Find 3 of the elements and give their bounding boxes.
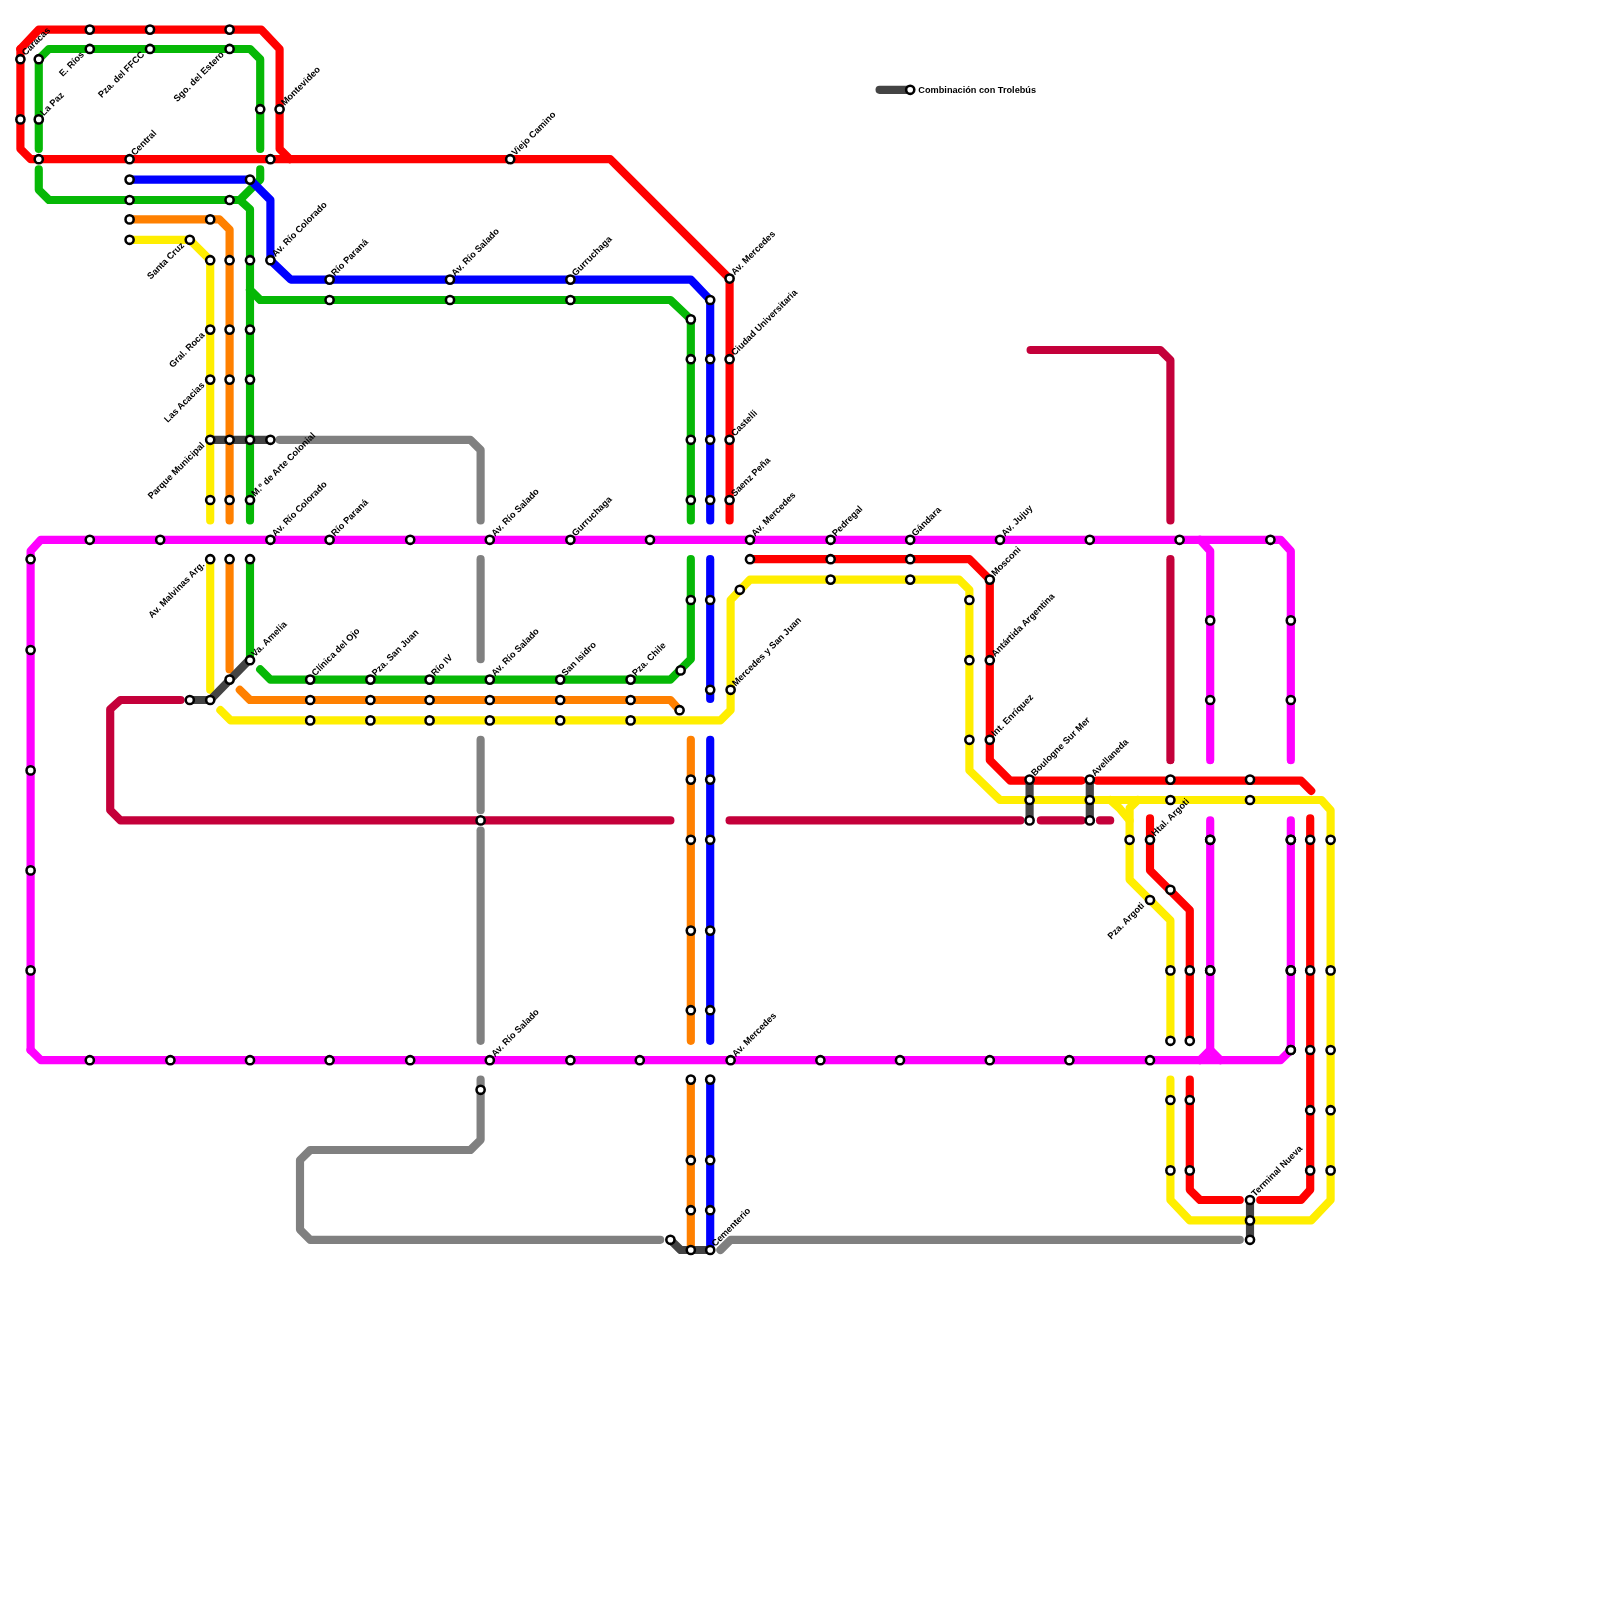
station-name: Río IV [429, 652, 455, 678]
legend-text: Combinación con Trolebús [918, 84, 1037, 95]
station-name: La Paz [38, 90, 66, 118]
